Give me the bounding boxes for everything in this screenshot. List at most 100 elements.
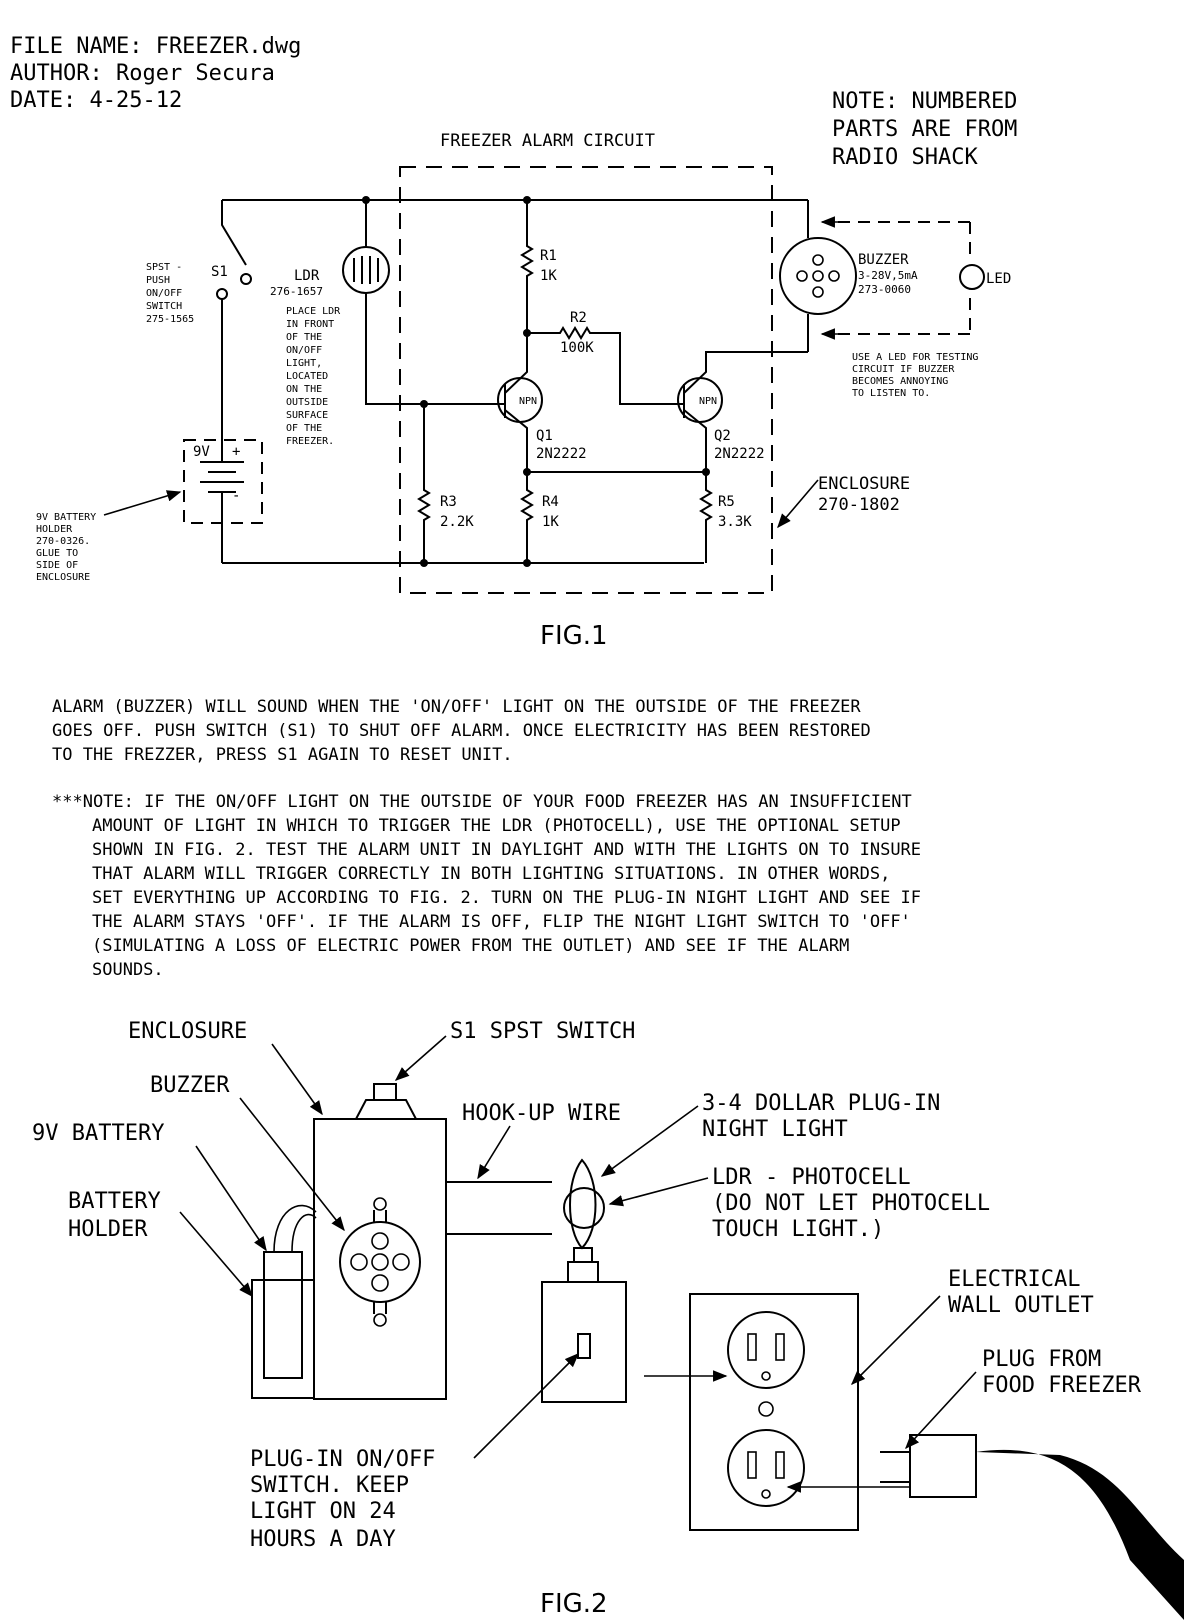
fig2-outlet-label: ELECTRICAL: [948, 1267, 1080, 1292]
night-light-neck: [573, 1247, 593, 1263]
author: AUTHOR: Roger Secura: [10, 61, 275, 86]
buzzer-hole: [371, 1232, 389, 1250]
switch-contact-upper: [240, 273, 252, 285]
led-desc: CIRCUIT IF BUZZER: [852, 364, 955, 375]
buzzer-hole: [828, 270, 840, 282]
r1-label: R1: [540, 248, 557, 264]
buzzer-hole: [371, 1253, 389, 1271]
outlet-socket-lower: [727, 1429, 805, 1507]
enclosure-arrow: [777, 479, 819, 529]
fig2-onoff-label: PLUG-IN ON/OFF: [250, 1447, 435, 1472]
r4-resistor: [520, 472, 534, 563]
ldr-desc: FREEZER.: [286, 436, 334, 447]
ldr-desc: OF THE: [286, 332, 322, 343]
note-line: THE ALARM STAYS 'OFF'. IF THE ALARM IS O…: [92, 912, 911, 932]
description-line: GOES OFF. PUSH SWITCH (S1) TO SHUT OFF A…: [52, 721, 871, 741]
led-label: LED: [986, 271, 1011, 287]
q1-leads: [504, 356, 528, 472]
buzzer-hole: [812, 270, 824, 282]
buzzer-screw: [373, 1197, 387, 1211]
battery-minus: -: [232, 488, 240, 504]
switch-desc: ON/OFF: [146, 288, 182, 299]
buzzer-screw: [373, 1313, 387, 1327]
switch-blade: [221, 200, 247, 266]
ldr-desc: PLACE LDR: [286, 306, 341, 317]
fig2-outlet-label: WALL OUTLET: [948, 1293, 1094, 1318]
switch-button: [373, 1083, 397, 1101]
fig2-nightlight-arrow: [600, 1105, 699, 1177]
parts-note-line: PARTS ARE FROM: [832, 117, 1017, 142]
description-line: TO THE FREZZER, PRESS S1 AGAIN TO RESET …: [52, 745, 513, 765]
ldr-grid: [353, 256, 379, 284]
buzzer-tabs: [373, 1210, 387, 1314]
ldr-desc: IN FRONT: [286, 319, 334, 330]
fig2-ldr-arrow: [608, 1177, 709, 1207]
outlet-ground-hole: [761, 1371, 771, 1381]
fig2-nightlight-label: 3-4 DOLLAR PLUG-IN: [702, 1091, 940, 1116]
description-line: ALARM (BUZZER) WILL SOUND WHEN THE 'ON/O…: [52, 697, 861, 717]
fig2-onoff-label: SWITCH. KEEP: [250, 1473, 409, 1498]
parts-note-line: RADIO SHACK: [832, 145, 978, 170]
r3-resistor: [417, 404, 431, 563]
note-line: THAT ALARM WILL TRIGGER CORRECTLY IN BOT…: [92, 864, 890, 884]
hookup-wire-drawing: [446, 1181, 552, 1235]
battery-holder-desc: ENCLOSURE: [36, 572, 90, 583]
led-desc: BECOMES ANNOYING: [852, 376, 948, 387]
buzzer-hole: [796, 270, 808, 282]
outlet-ground-hole: [761, 1489, 771, 1499]
fig2-enclosure-label: ENCLOSURE: [128, 1019, 247, 1044]
led-desc: USE A LED FOR TESTING: [852, 352, 978, 363]
fig2-onoff-arrow: [473, 1352, 580, 1459]
night-light-switch: [577, 1333, 591, 1359]
note-line: SOUNDS.: [92, 960, 164, 980]
outlet-socket-upper: [727, 1311, 805, 1389]
q1-type: NPN: [519, 396, 537, 407]
ldr-desc: SURFACE: [286, 410, 328, 421]
battery-holder-desc: 270-0326.: [36, 536, 90, 547]
night-light-body: [541, 1281, 627, 1403]
note-line: SHOWN IN FIG. 2. TEST THE ALARM UNIT IN …: [92, 840, 921, 860]
junction-dot: [523, 468, 531, 476]
led-dashed-wires: [836, 221, 971, 335]
fig2-buzzer-label: BUZZER: [150, 1073, 230, 1098]
switch-base: [354, 1099, 418, 1120]
battery-leads: [273, 1204, 317, 1253]
r1-value: 1K: [540, 268, 557, 284]
battery-voltage-label: 9V: [193, 444, 210, 460]
ldr-desc: LOCATED: [286, 371, 328, 382]
fig2-pictorial: ENCLOSURE S1 SPST SWITCH BUZZER 9V BATTE…: [32, 1019, 1184, 1620]
switch-label: S1: [211, 264, 228, 280]
enclosure-drawing: [313, 1118, 447, 1400]
r5-resistor: [699, 472, 713, 563]
fig2-plug-label: FOOD FREEZER: [982, 1373, 1142, 1398]
enclosure-box: [399, 166, 773, 594]
switch-desc: SPST -: [146, 262, 182, 273]
battery-holder-desc: HOLDER: [36, 524, 73, 535]
r5-value: 3.3K: [718, 514, 752, 530]
ldr-photocell-drawing: [563, 1187, 605, 1229]
fig2-switch-label: S1 SPST SWITCH: [450, 1019, 635, 1044]
night-light-socket: [567, 1261, 599, 1283]
parts-note-line: NOTE: NUMBERED: [832, 89, 1017, 114]
junction-dot: [420, 559, 428, 567]
battery-cells: [200, 461, 244, 493]
fig2-outlet-arrow: [850, 1295, 941, 1386]
note-line: ***NOTE: IF THE ON/OFF LIGHT ON THE OUTS…: [52, 792, 912, 812]
battery-holder-desc: 9V BATTERY: [36, 512, 96, 523]
outlet-slot: [775, 1333, 785, 1361]
fig2-caption: FIG.2: [540, 1589, 608, 1619]
ldr-base-wire: [365, 293, 505, 405]
fig2-switch-arrow: [394, 1035, 447, 1081]
q1-part: 2N2222: [536, 446, 587, 462]
r5-label: R5: [718, 494, 735, 510]
parts-note: NOTE: NUMBERED PARTS ARE FROM RADIO SHAC…: [832, 89, 1017, 170]
fig2-holder-label: HOLDER: [68, 1217, 148, 1242]
buzzer-hole: [350, 1253, 368, 1271]
fig2-holder-arrow: [179, 1211, 253, 1298]
q2-part: 2N2222: [714, 446, 765, 462]
wall-outlet-plate: [689, 1293, 859, 1531]
r4-value: 1K: [542, 514, 559, 530]
battery-drawing: [263, 1251, 303, 1379]
battery-plus: +: [232, 444, 240, 460]
buzzer-part: 273-0060: [858, 283, 911, 296]
